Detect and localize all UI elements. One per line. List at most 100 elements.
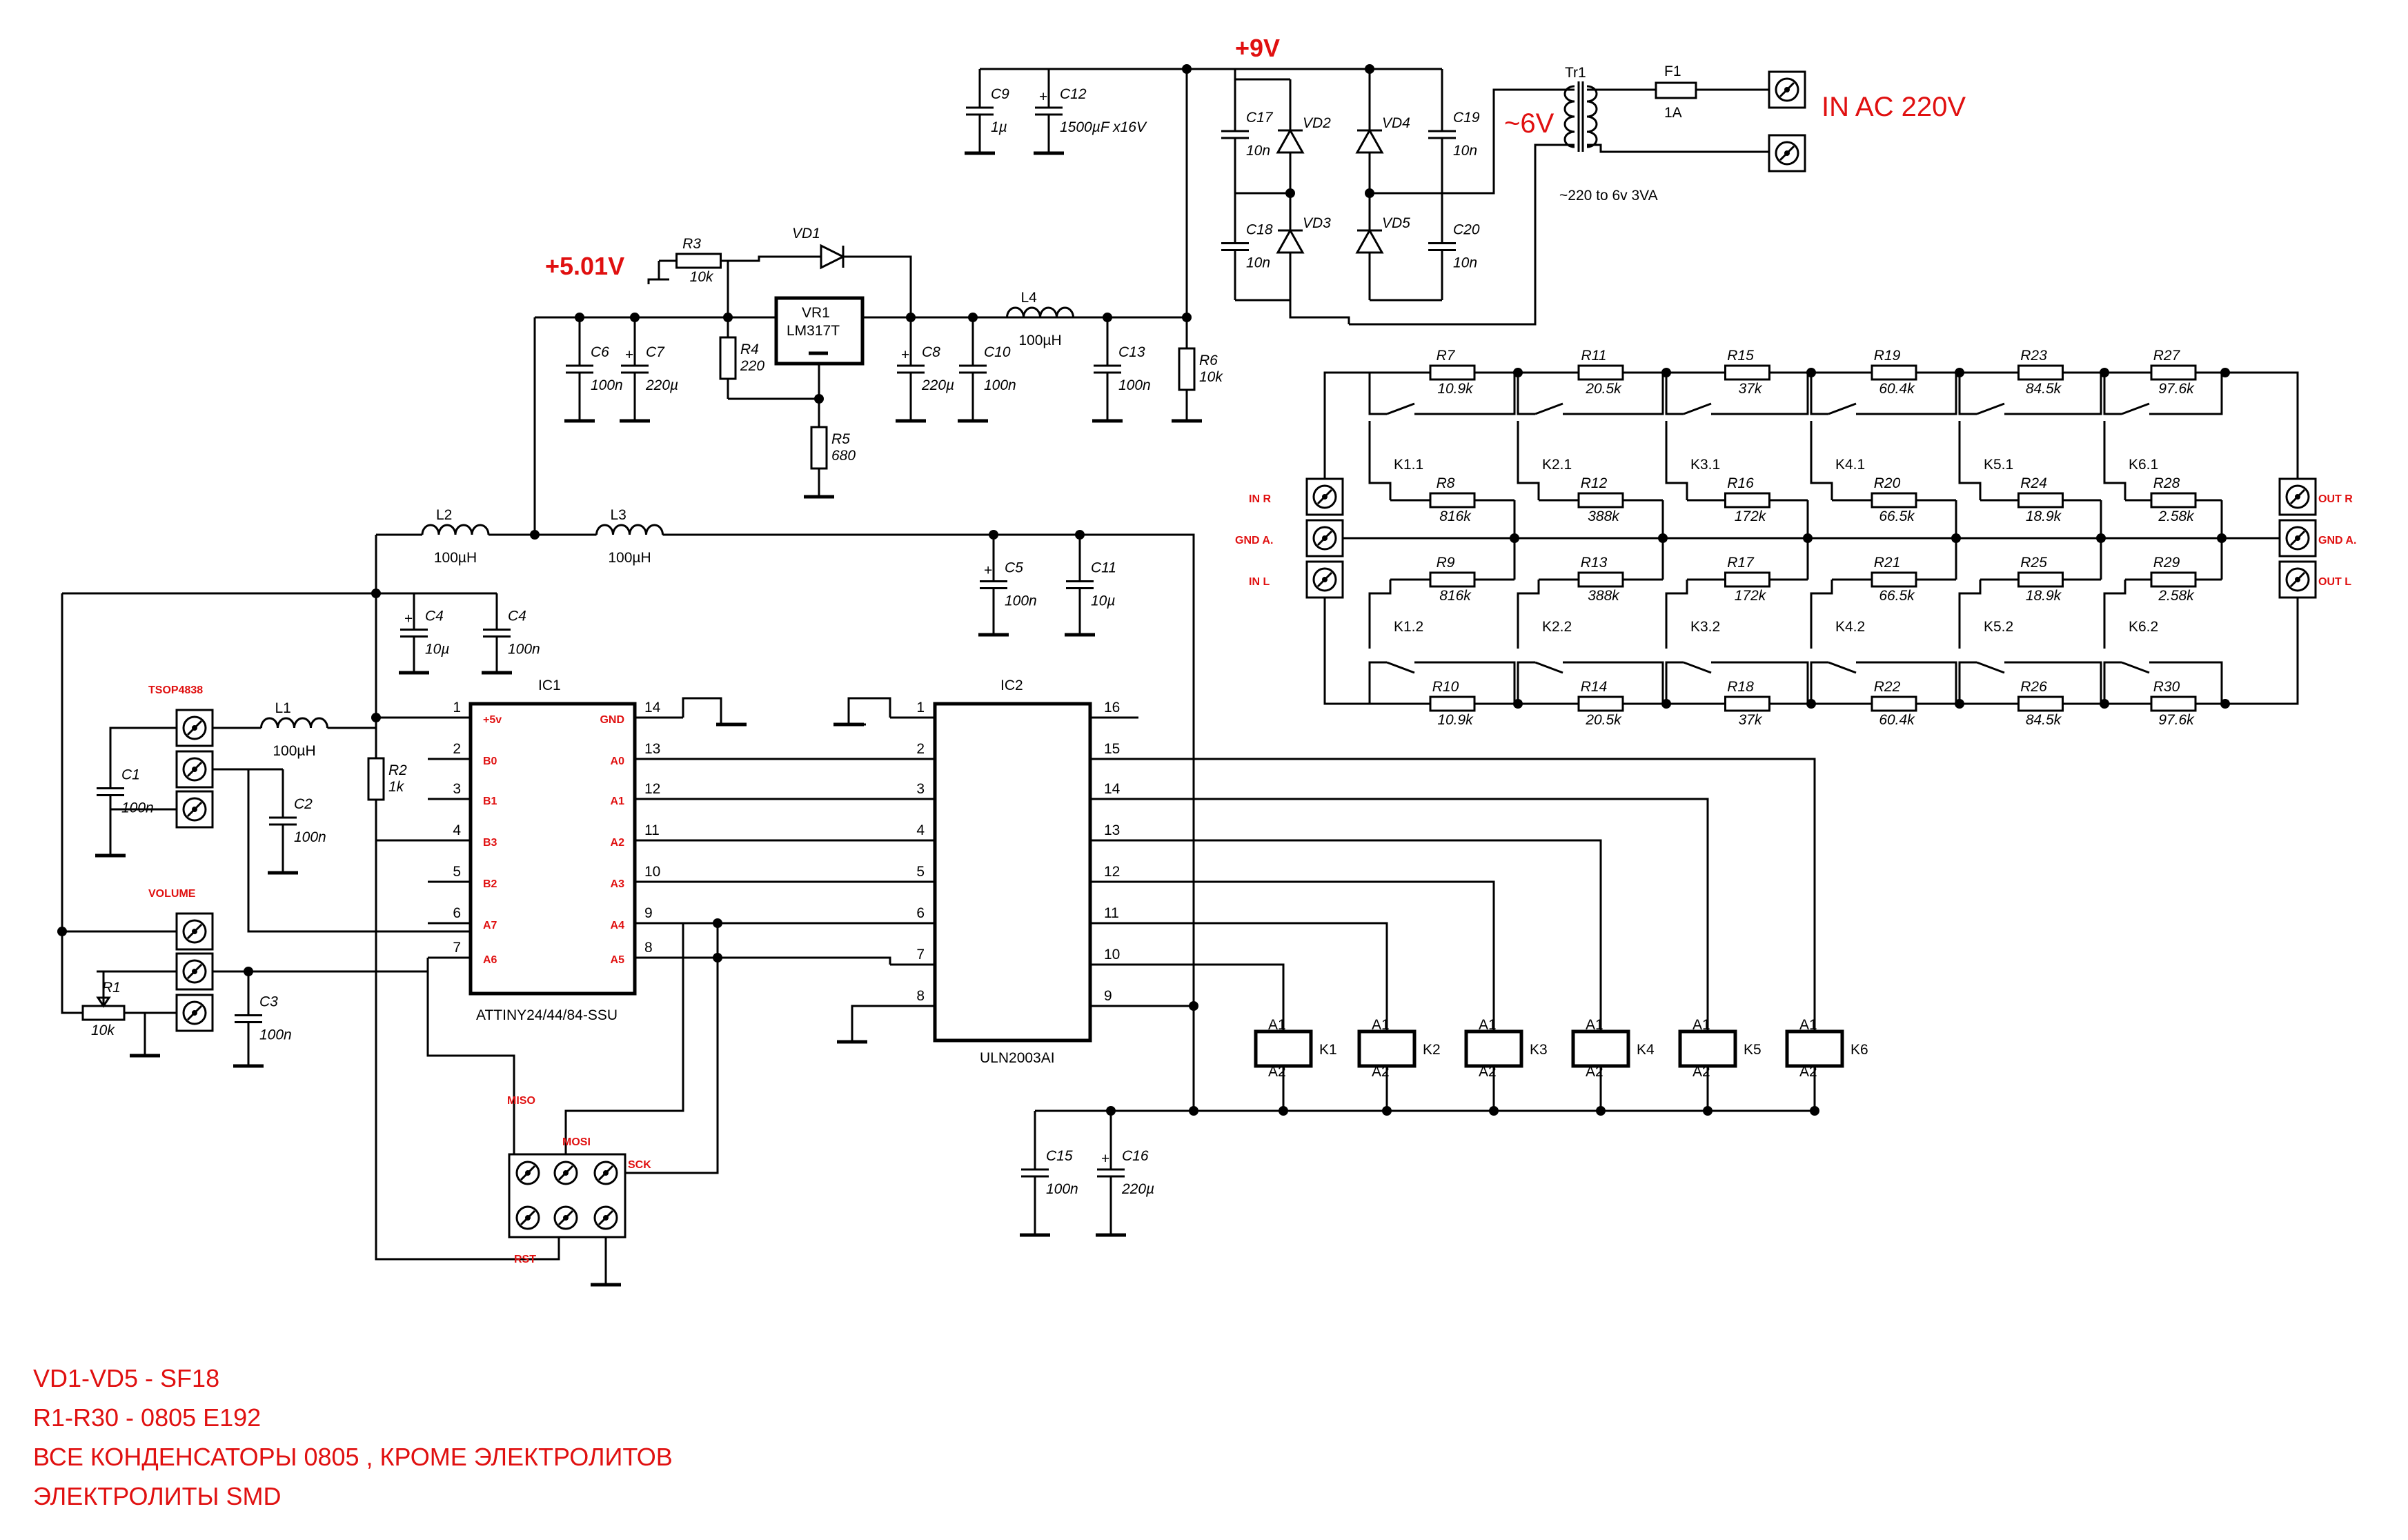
ac-input-terminal-2[interactable] xyxy=(1768,134,1806,172)
volume-terminal-2[interactable] xyxy=(175,952,214,991)
volume-terminal-3[interactable] xyxy=(175,994,214,1032)
isp-pin[interactable] xyxy=(515,1161,540,1185)
tr-secondary-2 xyxy=(1349,144,1546,326)
isp-pin[interactable] xyxy=(553,1205,578,1230)
isp-pin[interactable] xyxy=(593,1205,618,1230)
resistor-ref: R13 xyxy=(1581,555,1608,571)
capacitor-C15 xyxy=(1021,1168,1049,1178)
relay-pin-label: A2 xyxy=(1692,1064,1710,1080)
ic2-pin-number: 9 xyxy=(1104,988,1112,1004)
ic1-pin-number: 1 xyxy=(453,700,461,715)
diode-vd1 xyxy=(820,244,846,270)
diode-ref: VD4 xyxy=(1382,115,1410,131)
wire xyxy=(1856,373,1957,415)
diode-symbol xyxy=(1355,128,1384,154)
in-l-terminal[interactable] xyxy=(1305,560,1344,599)
volume-terminal-1[interactable] xyxy=(175,912,214,951)
ic2-pin-number: 14 xyxy=(1104,781,1121,797)
relay-contact-top xyxy=(1683,402,1712,415)
relay-drive xyxy=(1138,758,1816,1031)
resistor-ref: R17 xyxy=(1727,555,1755,571)
resistor xyxy=(810,426,828,470)
gnd-a-out-terminal[interactable] xyxy=(2278,519,2317,557)
resistor-value: 18.9k xyxy=(2026,509,2062,524)
rail-9v-label: +9V xyxy=(1235,34,1280,62)
relay-pin-label: A1 xyxy=(1692,1017,1710,1033)
bom-note: VD1-VD5 - SF18 xyxy=(33,1364,219,1392)
resistor-value: 20.5k xyxy=(1585,712,1622,728)
out-l-label: OUT L xyxy=(2318,576,2351,588)
ic1-pin-number: 4 xyxy=(453,822,461,838)
resistor-ref: R27 xyxy=(2153,348,2181,364)
diode-ref: VD2 xyxy=(1303,115,1331,131)
tsop-terminal-3[interactable] xyxy=(175,790,214,829)
relay-contact-label: K4.2 xyxy=(1835,619,1865,635)
rail-6v-label: ~6V xyxy=(1504,108,1555,139)
capacitor-ref: C7 xyxy=(646,344,665,360)
out-r-terminal[interactable] xyxy=(2278,477,2317,516)
relay-ref: K3 xyxy=(1530,1042,1548,1058)
relay-pin-label: A1 xyxy=(1372,1017,1390,1033)
isp-pin[interactable] xyxy=(553,1161,578,1185)
capacitor-ref: C20 xyxy=(1453,222,1480,238)
diode-symbol xyxy=(1276,128,1305,154)
inductor-ref: L2 xyxy=(436,507,452,523)
resistor-ref: R4 xyxy=(740,342,759,357)
wire xyxy=(1368,373,1387,415)
ac-input-terminal-1[interactable] xyxy=(1768,70,1806,109)
wire xyxy=(564,923,684,1154)
in-r-terminal[interactable] xyxy=(1305,477,1344,516)
capacitor-value: 10n xyxy=(1246,255,1270,271)
gnd-a-in-terminal[interactable] xyxy=(1305,519,1344,557)
isp-pin[interactable] xyxy=(593,1161,618,1185)
wire xyxy=(2004,373,2102,415)
resistor-value: 84.5k xyxy=(2026,381,2062,397)
potentiometer-r1[interactable] xyxy=(81,1005,126,1021)
capacitor-C17 xyxy=(1221,130,1249,139)
ic1-pin-name: B0 xyxy=(483,756,497,767)
ic1-pin-number: 8 xyxy=(644,940,653,956)
capacitor-C4: + xyxy=(400,611,428,638)
isp-pin[interactable] xyxy=(515,1205,540,1230)
resistor-value: 84.5k xyxy=(2026,712,2062,728)
capacitor-C2 xyxy=(269,816,297,826)
wire xyxy=(1810,661,1828,704)
tsop-terminal-1[interactable] xyxy=(175,709,214,747)
relay-pin-label: A2 xyxy=(1799,1064,1817,1080)
out-l-terminal[interactable] xyxy=(2278,560,2317,599)
tsop-terminal-2[interactable] xyxy=(175,750,214,789)
fuse-f1 xyxy=(1655,81,1697,99)
resistor-value: 388k xyxy=(1588,588,1620,604)
relay-contact-label: K3.2 xyxy=(1690,619,1720,635)
resistor xyxy=(2017,571,2064,588)
relay-pin-label: A2 xyxy=(1479,1064,1497,1080)
relay-drive xyxy=(1138,839,1602,1031)
capacitor-C10 xyxy=(959,364,987,374)
relay-pin-label: A2 xyxy=(1372,1064,1390,1080)
ic2-pin-number: 4 xyxy=(916,822,925,838)
relay-drive xyxy=(1138,798,1709,1031)
resistor-ref: R7 xyxy=(1437,348,1456,364)
diode-symbol xyxy=(1276,228,1305,254)
capacitor-ref: C1 xyxy=(121,767,140,783)
wire xyxy=(1665,661,1684,704)
resistor xyxy=(1577,695,1624,712)
relay-drive xyxy=(1138,963,1285,1031)
capacitor-ref: C19 xyxy=(1453,110,1480,126)
rail-5v-label: +5.01V xyxy=(545,252,624,280)
capacitor-C9 xyxy=(966,106,994,116)
5v-mcu-rail xyxy=(375,535,560,1261)
resistor xyxy=(1871,364,1917,381)
wire xyxy=(1711,373,1809,415)
capacitor-C12: + xyxy=(1035,89,1063,116)
capacitor-ref: C4 xyxy=(508,609,526,624)
capacitor-ref: C11 xyxy=(1091,560,1116,576)
capacitor-ref: C4 xyxy=(425,609,444,624)
relay-contact-label: K5.2 xyxy=(1984,619,2013,635)
relay-contact-bottom xyxy=(1828,661,1857,674)
resistor xyxy=(1577,492,1624,509)
ic1-pin-name: A6 xyxy=(483,954,497,966)
relay-contact-label: K6.2 xyxy=(2129,619,2158,635)
ic2-pin-number: 15 xyxy=(1104,741,1120,757)
resistor xyxy=(719,336,737,380)
